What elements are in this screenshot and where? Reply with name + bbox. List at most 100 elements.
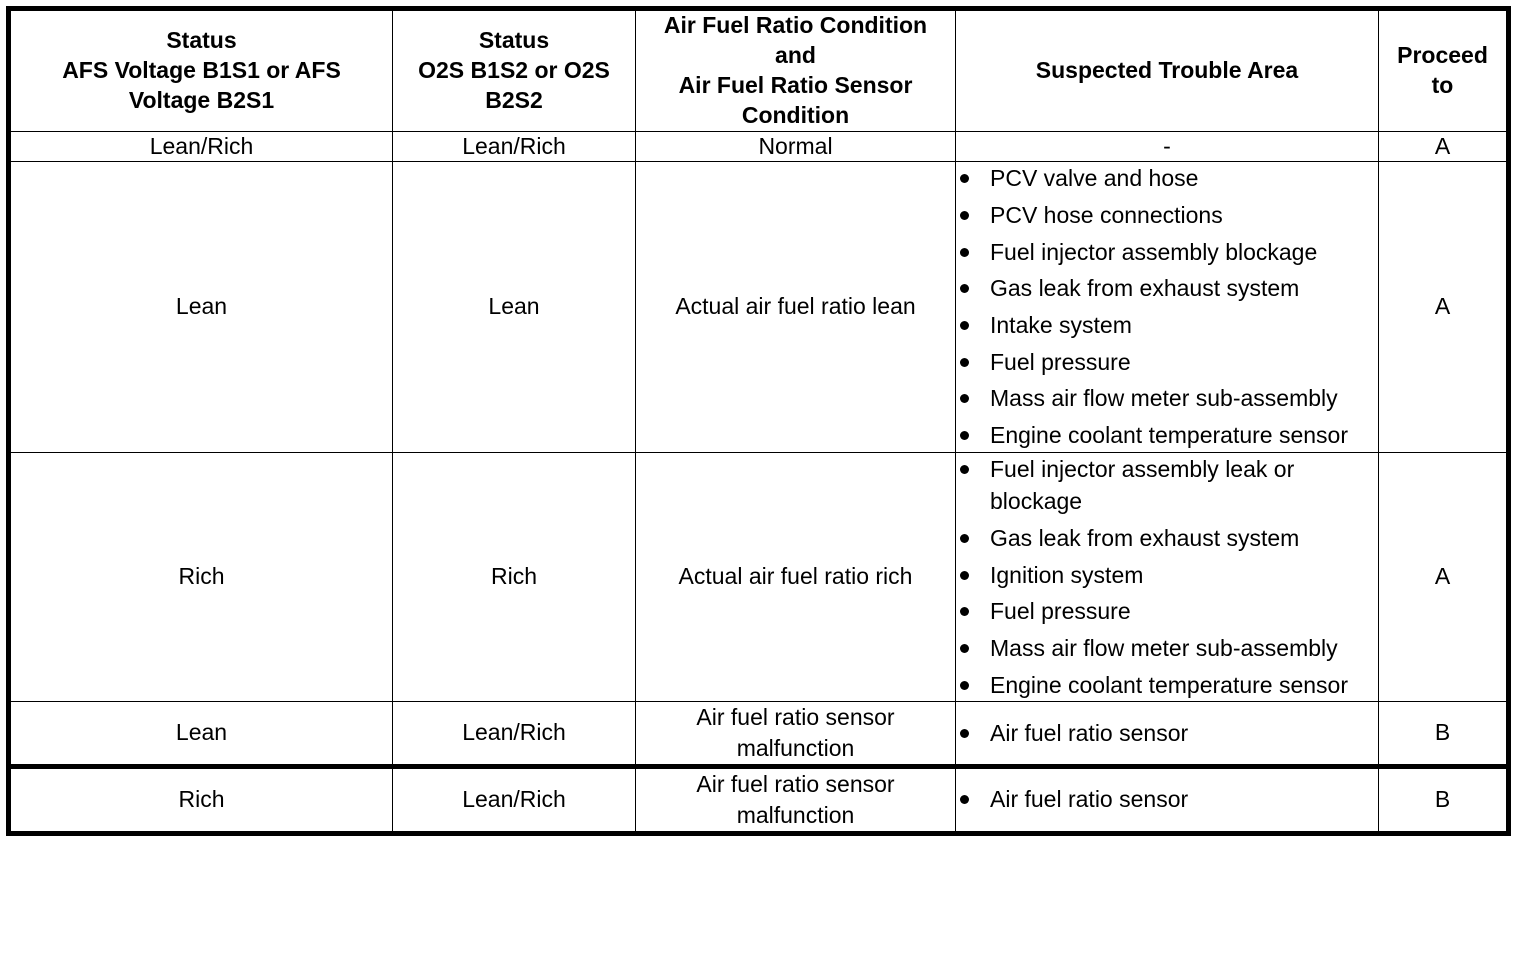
column-header-afs-status: Status AFS Voltage B1S1 or AFS Voltage B…: [8, 8, 393, 132]
trouble-list-item: PCV hose connections: [956, 199, 1378, 232]
cell-o2s-status: Lean/Rich: [392, 765, 636, 834]
condition-line: Air fuel ratio sensor: [696, 770, 895, 797]
trouble-list-item-label: Fuel pressure: [990, 348, 1131, 375]
trouble-list-item-label: Gas leak from exhaust system: [990, 525, 1300, 552]
trouble-list-item-label: Engine coolant temperature sensor: [990, 422, 1348, 449]
header-line: Proceed: [1397, 41, 1488, 68]
column-header-suspected-trouble-area: Suspected Trouble Area: [955, 8, 1379, 132]
bullet-icon: [960, 607, 969, 617]
bullet-icon: [960, 174, 969, 184]
bullet-icon: [960, 211, 969, 221]
cell-proceed-to: B: [1378, 701, 1509, 769]
condition-line: Air fuel ratio sensor: [696, 704, 895, 731]
column-header-proceed-to: Proceed to: [1378, 8, 1509, 132]
cell-o2s-status: Lean/Rich: [392, 701, 636, 769]
trouble-list-item-label: PCV hose connections: [990, 202, 1223, 229]
bullet-icon: [960, 795, 969, 805]
table-row: Rich Rich Actual air fuel ratio rich Fue…: [8, 451, 1509, 703]
trouble-list-item: Air fuel ratio sensor: [956, 717, 1378, 750]
table-row: Lean Lean/Rich Air fuel ratio sensor mal…: [8, 701, 1509, 769]
cell-condition: Air fuel ratio sensor malfunction: [635, 765, 956, 834]
table-row: Rich Lean/Rich Air fuel ratio sensor mal…: [8, 765, 1509, 834]
header-line: Voltage B2S1: [128, 86, 275, 113]
trouble-list: Air fuel ratio sensor: [956, 717, 1378, 750]
table-body: Lean/Rich Lean/Rich Normal - A Lean Lean…: [8, 130, 1509, 834]
cell-afs-status: Lean/Rich: [8, 130, 393, 163]
header-line: Air Fuel Ratio Condition: [663, 12, 928, 38]
header-line: to: [1431, 71, 1454, 98]
trouble-list-item-label: PCV valve and hose: [990, 165, 1199, 192]
trouble-list-item-label: Air fuel ratio sensor: [990, 786, 1189, 813]
cell-condition: Normal: [635, 130, 956, 163]
table-row: Lean/Rich Lean/Rich Normal - A: [8, 130, 1509, 163]
header-line: Suspected Trouble Area: [1035, 56, 1299, 83]
trouble-list-item: Fuel pressure: [956, 346, 1378, 379]
trouble-list-item-label: Fuel injector assembly leak or blockage: [990, 455, 1295, 515]
bullet-icon: [960, 431, 969, 440]
bullet-icon: [960, 570, 969, 580]
cell-o2s-status: Rich: [392, 451, 636, 703]
trouble-list-item: Fuel pressure: [956, 595, 1378, 628]
bullet-icon: [960, 357, 969, 367]
header-line: Status: [478, 26, 550, 53]
header-line: O2S B1S2 or O2S: [418, 56, 610, 83]
trouble-list-item-label: Intake system: [990, 312, 1132, 339]
header-row: Status AFS Voltage B1S1 or AFS Voltage B…: [8, 8, 1509, 132]
condition-line: malfunction: [736, 735, 855, 762]
trouble-list-item-label: Ignition system: [990, 561, 1144, 588]
header-line: and: [775, 41, 816, 68]
trouble-list-item: Intake system: [956, 309, 1378, 342]
cell-o2s-status: Lean/Rich: [392, 130, 636, 163]
diagnostic-trouble-table: Status AFS Voltage B1S1 or AFS Voltage B…: [6, 6, 1511, 836]
cell-afs-status: Rich: [8, 451, 393, 703]
header-line: AFS Voltage B1S1 or AFS: [62, 56, 341, 83]
cell-condition: Air fuel ratio sensor malfunction: [635, 701, 956, 769]
bullet-icon: [960, 284, 969, 294]
cell-proceed-to: A: [1378, 130, 1509, 163]
cell-o2s-status: Lean: [392, 161, 636, 453]
cell-proceed-to: B: [1378, 765, 1509, 834]
bullet-icon: [960, 643, 969, 653]
table-header: Status AFS Voltage B1S1 or AFS Voltage B…: [8, 8, 1509, 132]
trouble-list-item-label: Air fuel ratio sensor: [990, 719, 1189, 746]
bullet-icon: [960, 394, 969, 404]
bullet-icon: [960, 533, 969, 543]
trouble-list-item: Mass air flow meter sub-assembly: [956, 632, 1378, 665]
header-line: Air Fuel Ratio Sensor: [678, 71, 913, 98]
trouble-list-item-label: Mass air flow meter sub-assembly: [990, 385, 1338, 412]
trouble-list: Air fuel ratio sensor: [956, 783, 1378, 816]
bullet-icon: [960, 728, 969, 738]
condition-line: malfunction: [736, 801, 855, 828]
trouble-list-item: Gas leak from exhaust system: [956, 272, 1378, 305]
column-header-condition: Air Fuel Ratio Condition and Air Fuel Ra…: [635, 8, 956, 132]
bullet-icon: [960, 247, 969, 257]
trouble-list-item-label: Fuel pressure: [990, 598, 1131, 625]
cell-trouble-area: Air fuel ratio sensor: [955, 701, 1379, 769]
header-line: B2S2: [485, 86, 543, 113]
header-line: Condition: [741, 101, 850, 128]
trouble-list-item-label: Mass air flow meter sub-assembly: [990, 634, 1338, 661]
trouble-list-item: Engine coolant temperature sensor: [956, 419, 1378, 452]
trouble-list-item-label: Engine coolant temperature sensor: [990, 671, 1348, 698]
trouble-list-item: Mass air flow meter sub-assembly: [956, 382, 1378, 415]
trouble-list-item: Ignition system: [956, 559, 1378, 592]
cell-afs-status: Rich: [8, 765, 393, 834]
trouble-list-item-label: Fuel injector assembly blockage: [990, 238, 1318, 265]
cell-proceed-to: A: [1378, 161, 1509, 453]
header-line: Status: [166, 26, 237, 53]
cell-afs-status: Lean: [8, 161, 393, 453]
bullet-icon: [960, 464, 969, 474]
table-row: Lean Lean Actual air fuel ratio lean PCV…: [8, 161, 1509, 453]
trouble-list-item: Air fuel ratio sensor: [956, 783, 1378, 816]
trouble-list-item: Gas leak from exhaust system: [956, 522, 1378, 555]
bullet-icon: [960, 321, 969, 331]
bullet-icon: [960, 680, 969, 690]
trouble-list-item: Engine coolant temperature sensor: [956, 669, 1378, 702]
column-header-o2s-status: Status O2S B1S2 or O2S B2S2: [392, 8, 636, 132]
cell-afs-status: Lean: [8, 701, 393, 769]
cell-trouble-area: Air fuel ratio sensor: [955, 765, 1379, 834]
